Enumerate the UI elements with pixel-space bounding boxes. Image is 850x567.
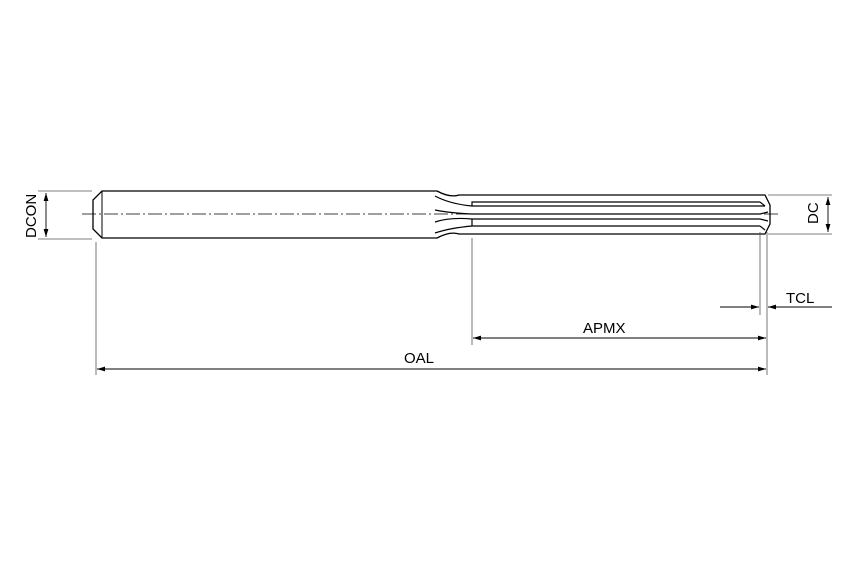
flutes bbox=[434, 195, 769, 234]
apmx-label: APMX bbox=[583, 320, 626, 337]
shank bbox=[92, 190, 771, 239]
extension-lines bbox=[38, 190, 832, 375]
oal-label: OAL bbox=[404, 350, 434, 367]
dc-label: DC bbox=[805, 202, 822, 224]
tcl-label: TCL bbox=[786, 290, 814, 307]
dcon-label: DCON bbox=[23, 194, 40, 238]
